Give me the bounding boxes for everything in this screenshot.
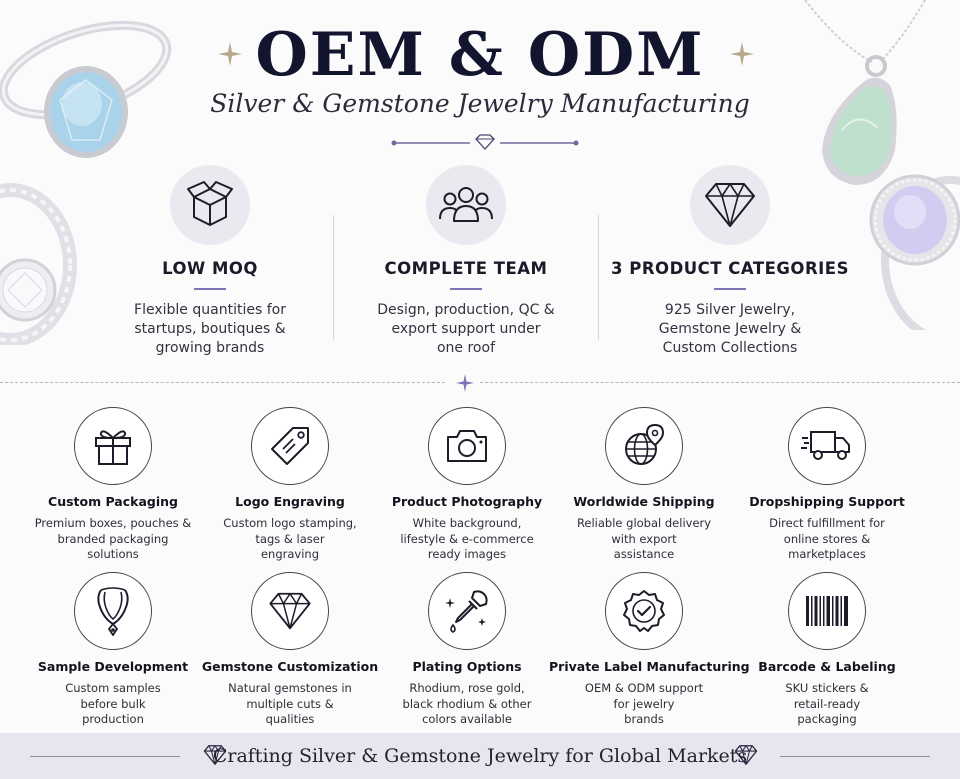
service-icon-circle	[428, 407, 506, 485]
service-worldwide-shipping: Worldwide Shipping Reliable global deliv…	[549, 407, 739, 563]
diamond-icon	[269, 592, 311, 630]
service-description: OEM & ODM support for jewelry brands	[584, 681, 704, 726]
necklace-icon	[97, 587, 129, 636]
page-title: OEM & ODM	[255, 20, 705, 90]
sparkle-icon	[218, 42, 242, 66]
feature-icon-circle	[170, 165, 250, 245]
service-icon-circle	[605, 407, 683, 485]
title-divider-with-diamond-icon	[391, 134, 579, 150]
service-icon-circle	[74, 407, 152, 485]
feature-underline	[194, 288, 226, 290]
feature-description: 925 Silver Jewelry, Gemstone Jewelry & C…	[658, 302, 802, 356]
box-icon	[187, 181, 233, 226]
diamond-icon	[734, 745, 758, 765]
service-description: Direct fulfillment for online stores & m…	[769, 516, 885, 561]
service-icon-circle	[788, 407, 866, 485]
camera-icon	[447, 430, 487, 462]
aquamarine-ring-image	[0, 20, 172, 158]
feature-complete-team: COMPLETE TEAM Design, production, QC & e…	[316, 165, 616, 358]
service-description: Natural gemstones in multiple cuts & qua…	[228, 681, 352, 726]
service-title: Private Label Manufacturing	[549, 659, 750, 674]
feature-description: Design, production, QC & export support …	[377, 302, 555, 356]
gift-icon	[95, 430, 131, 465]
four-point-star-icon	[456, 374, 474, 392]
service-sample-development: Sample Development Custom samples before…	[18, 572, 208, 728]
service-description: White background, lifestyle & e-commerce…	[400, 516, 534, 561]
team-icon	[439, 187, 493, 222]
tag-icon	[271, 427, 309, 465]
feature-product-categories: 3 PRODUCT CATEGORIES 925 Silver Jewelry,…	[580, 165, 880, 358]
service-description: Reliable global delivery with export ass…	[576, 516, 712, 561]
service-description: Custom samples before bulk production	[65, 681, 161, 726]
service-description: SKU stickers & retail-ready packaging	[785, 681, 869, 726]
diamond-band-ring-image	[0, 183, 77, 345]
globe-pin-icon	[625, 423, 665, 465]
service-title: Worldwide Shipping	[573, 494, 715, 509]
service-private-label-manufacturing: Private Label Manufacturing OEM & ODM su…	[549, 572, 750, 728]
service-title: Logo Engraving	[235, 494, 345, 509]
green-amethyst-pendant-image	[804, 0, 926, 185]
footer-line-left	[30, 756, 180, 757]
barcode-icon	[806, 596, 848, 626]
feature-description: Flexible quantities for startups, boutiq…	[134, 302, 286, 356]
section-divider-right	[480, 382, 960, 383]
sparkle-icon	[730, 42, 754, 66]
service-gemstone-customization: Gemstone Customization Natural gemstones…	[195, 572, 385, 728]
dropper-icon	[445, 590, 488, 633]
section-divider-left	[0, 382, 445, 383]
service-title: Sample Development	[37, 659, 189, 674]
service-title: Gemstone Customization	[201, 659, 379, 674]
feature-title: 3 PRODUCT CATEGORIES	[611, 259, 849, 278]
footer-line-right	[780, 756, 930, 757]
service-icon-circle	[605, 572, 683, 650]
diamond-icon	[203, 745, 227, 765]
service-title: Plating Options	[412, 659, 522, 674]
service-title: Product Photography	[391, 494, 543, 509]
service-product-photography: Product Photography White background, li…	[372, 407, 562, 563]
footer-tagline: Crafting Silver & Gemstone Jewelry for G…	[212, 745, 748, 767]
service-icon-circle	[251, 572, 329, 650]
vertical-divider	[333, 215, 334, 340]
feature-low-moq: LOW MOQ Flexible quantities for startups…	[60, 165, 360, 358]
feature-icon-circle	[426, 165, 506, 245]
feature-icon-circle	[690, 165, 770, 245]
service-custom-packaging: Custom Packaging Premium boxes, pouches …	[18, 407, 208, 563]
service-dropshipping-support: Dropshipping Support Direct fulfillment …	[732, 407, 922, 563]
service-title: Dropshipping Support	[749, 494, 905, 509]
service-title: Barcode & Labeling	[758, 659, 896, 674]
truck-icon	[801, 431, 850, 460]
service-title: Custom Packaging	[48, 494, 178, 509]
header: OEM & ODM Silver & Gemstone Jewelry Manu…	[0, 0, 960, 160]
service-plating-options: Plating Options Rhodium, rose gold, blac…	[372, 572, 562, 728]
feature-title: COMPLETE TEAM	[384, 259, 548, 278]
service-barcode-labeling: Barcode & Labeling SKU stickers & retail…	[732, 572, 922, 728]
service-description: Rhodium, rose gold, black rhodium & othe…	[402, 681, 532, 726]
feature-title: LOW MOQ	[162, 259, 258, 278]
page-subtitle: Silver & Gemstone Jewelry Manufacturing	[210, 89, 750, 118]
vertical-divider	[598, 215, 599, 340]
service-icon-circle	[788, 572, 866, 650]
service-description: Custom logo stamping, tags & laser engra…	[223, 516, 357, 561]
service-icon-circle	[251, 407, 329, 485]
footer-banner: Crafting Silver & Gemstone Jewelry for G…	[0, 733, 960, 779]
diamond-icon	[705, 183, 755, 227]
service-icon-circle	[74, 572, 152, 650]
service-logo-engraving: Logo Engraving Custom logo stamping, tag…	[195, 407, 385, 563]
service-description: Premium boxes, pouches & branded packagi…	[34, 516, 192, 561]
feature-underline	[714, 288, 746, 290]
lavender-halo-ring-image	[869, 174, 960, 330]
feature-underline	[450, 288, 482, 290]
service-icon-circle	[428, 572, 506, 650]
badge-check-icon	[623, 590, 665, 632]
